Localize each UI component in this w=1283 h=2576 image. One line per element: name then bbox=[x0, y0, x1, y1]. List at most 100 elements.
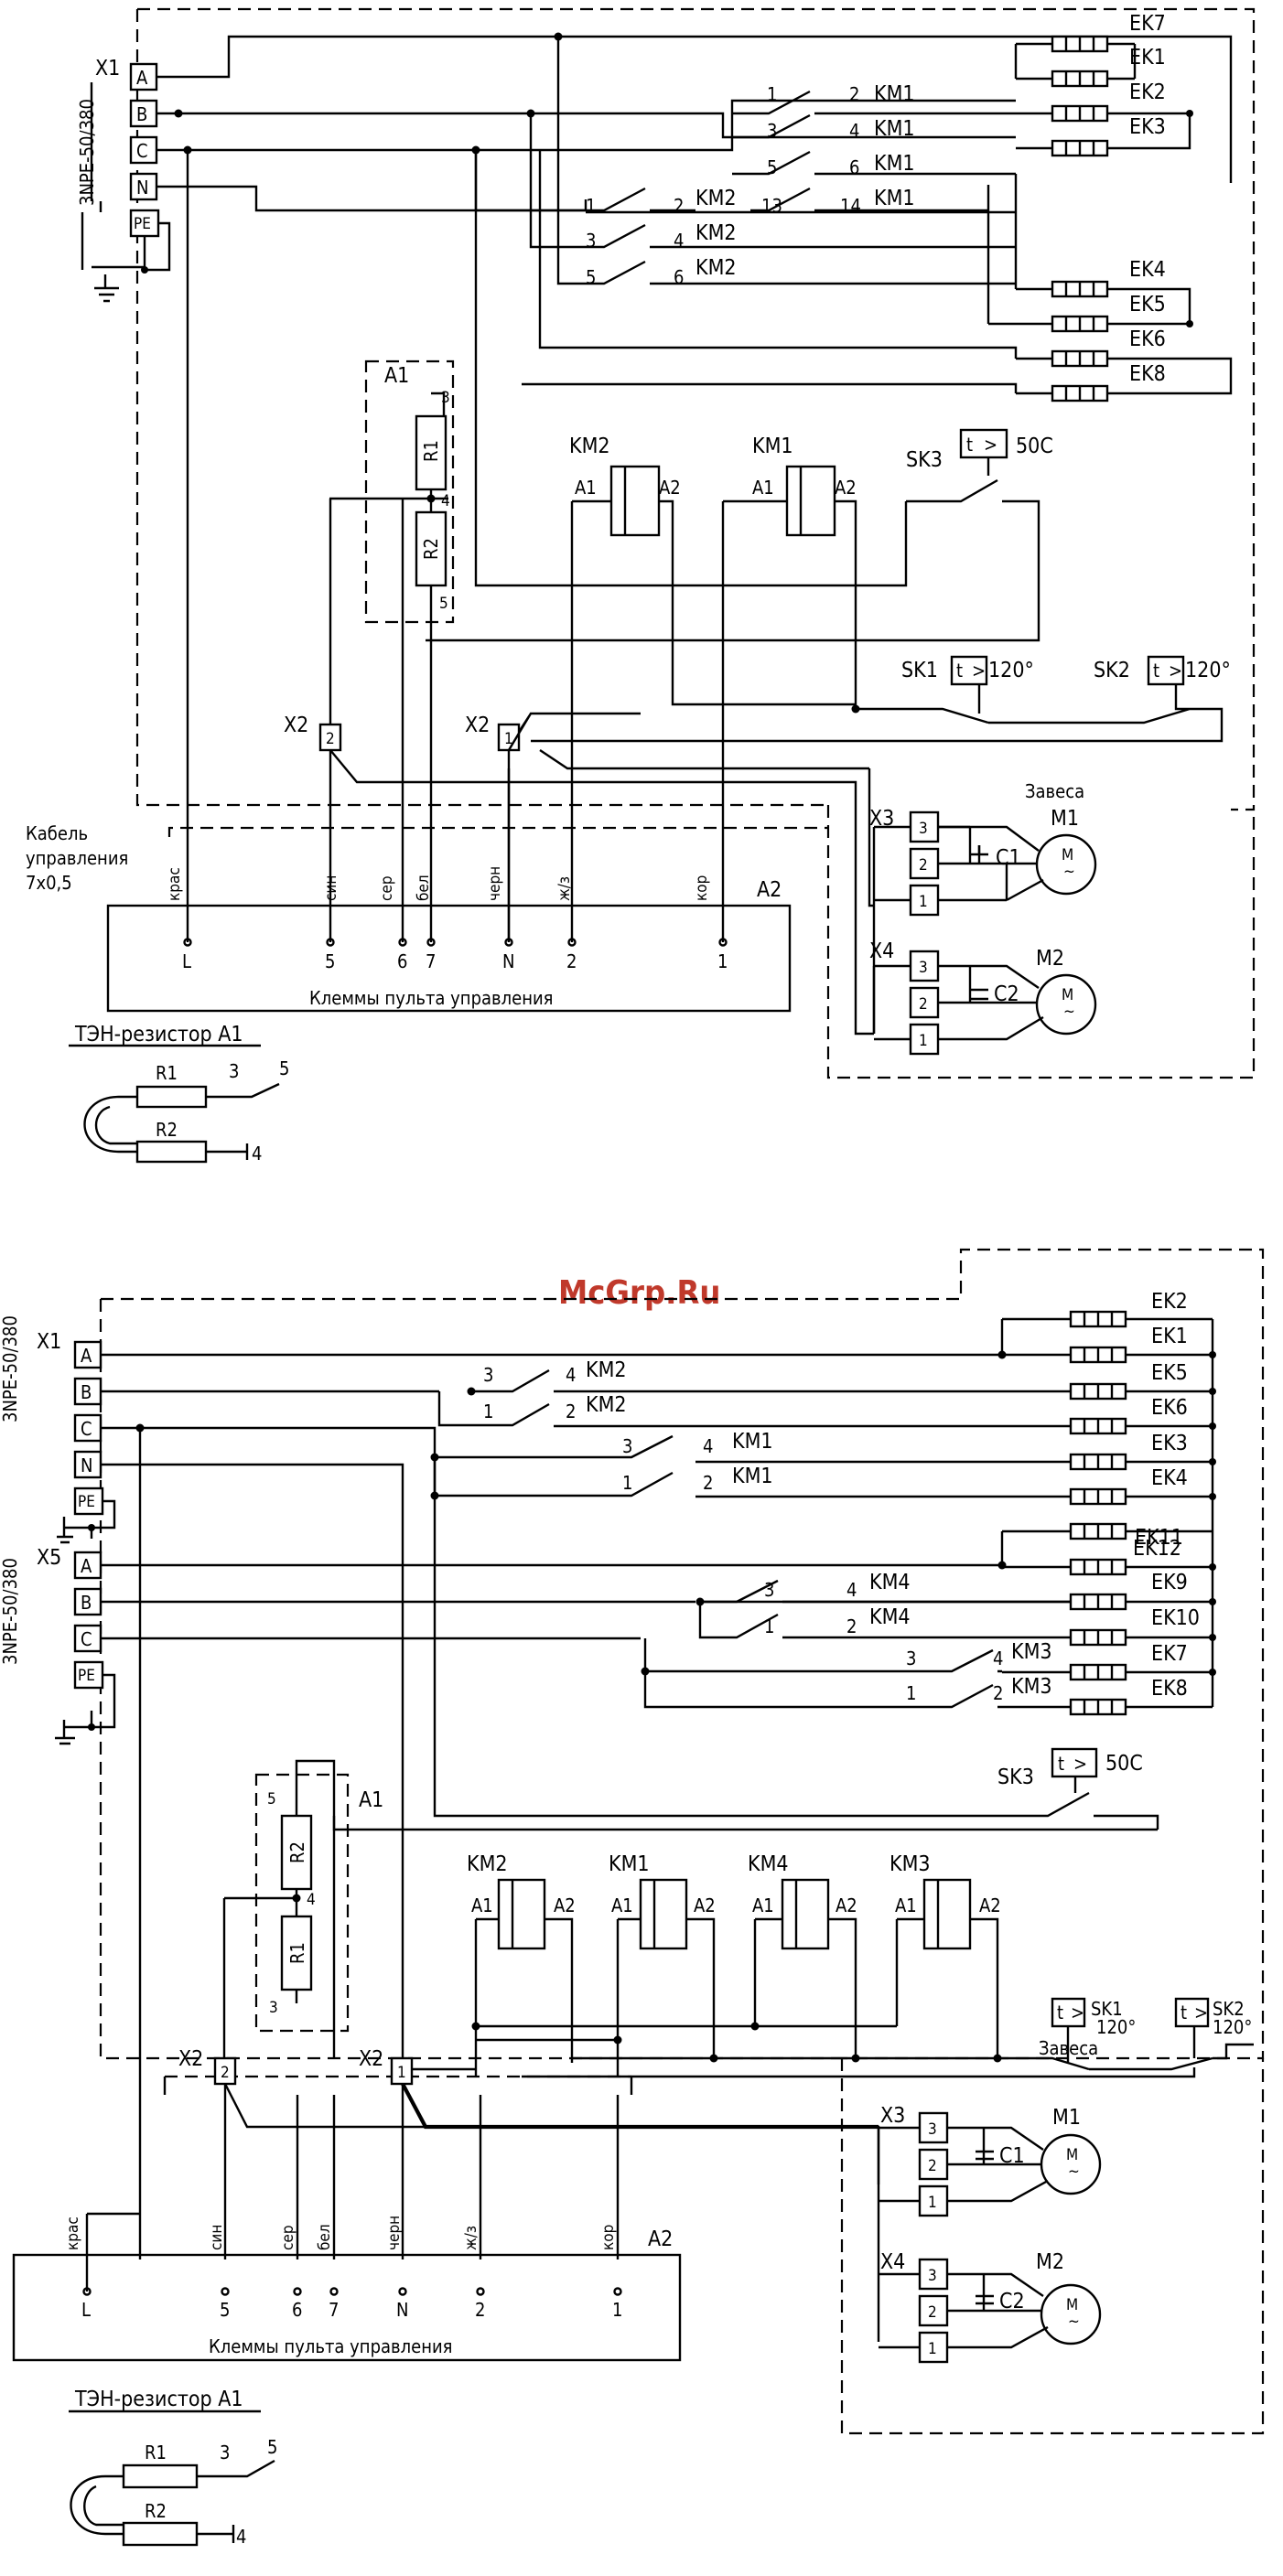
top-x4-cap: C2 bbox=[994, 982, 1019, 1006]
b-km2-12-p1: 1 bbox=[483, 1401, 493, 1422]
km2-56-name: KM2 bbox=[695, 256, 737, 280]
top-sk1-label: SK1 bbox=[901, 659, 938, 682]
top-a1-pin4: 4 bbox=[441, 492, 450, 510]
km1-34-name: KM1 bbox=[874, 117, 915, 141]
b-heater-ek11: EK11 bbox=[1002, 1522, 1213, 1550]
svg-text:M: M bbox=[1066, 2296, 1078, 2314]
b-km2-12-p2: 2 bbox=[566, 1401, 576, 1422]
bottom-x5-term-c[interactable] bbox=[73, 1624, 102, 1653]
b-x3-p3: 3 bbox=[928, 2120, 937, 2139]
bottom-ground-icon-1 bbox=[57, 1517, 92, 1544]
km2-34-name: KM2 bbox=[695, 221, 737, 245]
top-x2a-label: X2 bbox=[284, 714, 308, 737]
bottom-line-b bbox=[101, 1390, 550, 1427]
km2-34-p1: 3 bbox=[586, 230, 596, 252]
b-legend-r1-label: R1 bbox=[145, 2442, 167, 2463]
top-panel-name: A2 bbox=[757, 878, 782, 902]
b-panel-name: A2 bbox=[648, 2227, 673, 2251]
svg-text:M: M bbox=[1062, 986, 1073, 1004]
b-heater-ek10-label: EK10 bbox=[1151, 1606, 1200, 1630]
b-km2-12-name: KM2 bbox=[586, 1393, 627, 1417]
top-term-6: 6 bbox=[397, 950, 407, 972]
b-m1-label: M1 bbox=[1052, 2106, 1081, 2130]
b-coil-km3-a1: A1 bbox=[895, 1894, 917, 1916]
bottom-x5-label: X5 bbox=[37, 1546, 61, 1570]
bottom-supply-label-2: 3NPE-50/380 bbox=[0, 1558, 21, 1665]
bottom-legend: ТЭН-резистор A1 R1 R2 3 5 4 bbox=[69, 2388, 277, 2548]
bottom-x5-pe: PE bbox=[78, 1667, 95, 1685]
b-km3-34-name: KM3 bbox=[1011, 1640, 1052, 1664]
km1-12-name: KM1 bbox=[874, 82, 915, 106]
b-coil-km2-name: KM2 bbox=[467, 1852, 508, 1876]
b-km4-34-p1: 3 bbox=[764, 1579, 774, 1601]
b-r1 bbox=[280, 1915, 313, 1991]
bottom-a1-block: A1 R2 R1 5 4 3 bbox=[222, 1759, 383, 2058]
b-r1-label: R1 bbox=[286, 1942, 308, 1964]
heater-ek2-label: EK2 bbox=[1129, 80, 1166, 104]
b-x3-p2: 2 bbox=[928, 2157, 937, 2175]
b-km2-34-p2: 4 bbox=[566, 1364, 576, 1386]
top-heater-feeds bbox=[522, 44, 1018, 393]
b-r2-label: R2 bbox=[286, 1841, 308, 1863]
heater-ek8: EK8 bbox=[1016, 362, 1166, 402]
b-coil-km4-a1: A1 bbox=[752, 1894, 774, 1916]
bottom-x5-term-a[interactable] bbox=[73, 1551, 102, 1580]
top-wire-drops bbox=[186, 150, 511, 942]
b-sk3-temp: 50C bbox=[1105, 1752, 1143, 1776]
b-panel-wires: крас син сер бел черн ж/з кор bbox=[64, 2216, 618, 2250]
b-a1-label: A1 bbox=[359, 1788, 383, 1812]
bottom-supply-label-1: 3NPE-50/380 bbox=[0, 1315, 21, 1422]
top-line-a bbox=[156, 35, 1233, 183]
b-x3-p1: 1 bbox=[928, 2194, 937, 2212]
top-line-b bbox=[156, 112, 1016, 139]
b-heater-ek3-label: EK3 bbox=[1151, 1432, 1188, 1455]
top-x1-term-a-label: A bbox=[136, 67, 148, 89]
km1-1314-p1: 13 bbox=[761, 195, 782, 217]
km1-56-p2: 6 bbox=[849, 156, 859, 178]
bottom-x1-term-a[interactable] bbox=[73, 1340, 102, 1369]
svg-text:~: ~ bbox=[1068, 2313, 1080, 2331]
b-legend-title: ТЭН-резистор A1 bbox=[74, 2388, 243, 2411]
b-coil-km1 bbox=[639, 1878, 688, 1950]
svg-text:~: ~ bbox=[1063, 863, 1075, 881]
top-cable-l1: Кабель bbox=[26, 822, 88, 844]
b-heater-ek10: EK10 bbox=[828, 1606, 1213, 1647]
bottom-x1-c: C bbox=[81, 1418, 92, 1440]
top-supply-bracket bbox=[81, 82, 102, 270]
b-sk2-t: t bbox=[1181, 2002, 1187, 2023]
top-cable-label: Кабель управления 7x0,5 bbox=[26, 822, 128, 894]
b-a1-pin4: 4 bbox=[307, 1891, 316, 1909]
bottom-x5-term-pe[interactable] bbox=[73, 1660, 104, 1690]
b-coil-km4-name: KM4 bbox=[748, 1852, 789, 1876]
top-x1-term-a[interactable] bbox=[129, 62, 158, 91]
b-heater-ek2-label: EK2 bbox=[1151, 1290, 1188, 1314]
bottom-line-c bbox=[101, 1426, 674, 1497]
bottom-x1-term-c[interactable] bbox=[73, 1413, 102, 1443]
km1-56-name: KM1 bbox=[874, 152, 915, 176]
top-line-n bbox=[156, 185, 1016, 214]
top-coil-km2-name: KM2 bbox=[569, 435, 610, 458]
b-wire-sin: син bbox=[208, 2225, 226, 2250]
b-x2a-pin: 2 bbox=[221, 2064, 230, 2082]
top-coil-km1-name: KM1 bbox=[752, 435, 793, 458]
top-diagram: 3NPE-50/380 X1 A B C N PE EK7 EK1 bbox=[26, 7, 1256, 1165]
b-x4-p3: 3 bbox=[928, 2267, 937, 2285]
top-r1 bbox=[415, 414, 447, 491]
top-x4-label: X4 bbox=[869, 939, 894, 963]
b-km1-12-p1: 1 bbox=[622, 1472, 632, 1494]
top-x1-term-b[interactable] bbox=[129, 99, 158, 128]
b-x2b-label: X2 bbox=[359, 2047, 383, 2071]
b-km4-34-name: KM4 bbox=[869, 1571, 911, 1594]
b-x3-cap: C1 bbox=[999, 2144, 1025, 2168]
bottom-curtain: Завеса X3 3 2 1 C1 M1 M~ X4 3 2 1 C2 M2 … bbox=[877, 2037, 1102, 2364]
km2-56-p2: 6 bbox=[674, 266, 684, 288]
top-r2-label: R2 bbox=[420, 538, 442, 560]
top-legend-r2-label: R2 bbox=[156, 1119, 178, 1141]
top-x1-term-c[interactable] bbox=[129, 135, 158, 165]
b-term-7: 7 bbox=[329, 2299, 339, 2321]
km2-34-p2: 4 bbox=[674, 230, 684, 252]
b-sk1-label: SK1 bbox=[1091, 1998, 1123, 2020]
b-legend-p5: 5 bbox=[267, 2436, 277, 2458]
svg-text:>: > bbox=[984, 434, 997, 456]
bottom-x1-term-pe[interactable] bbox=[73, 1487, 104, 1516]
